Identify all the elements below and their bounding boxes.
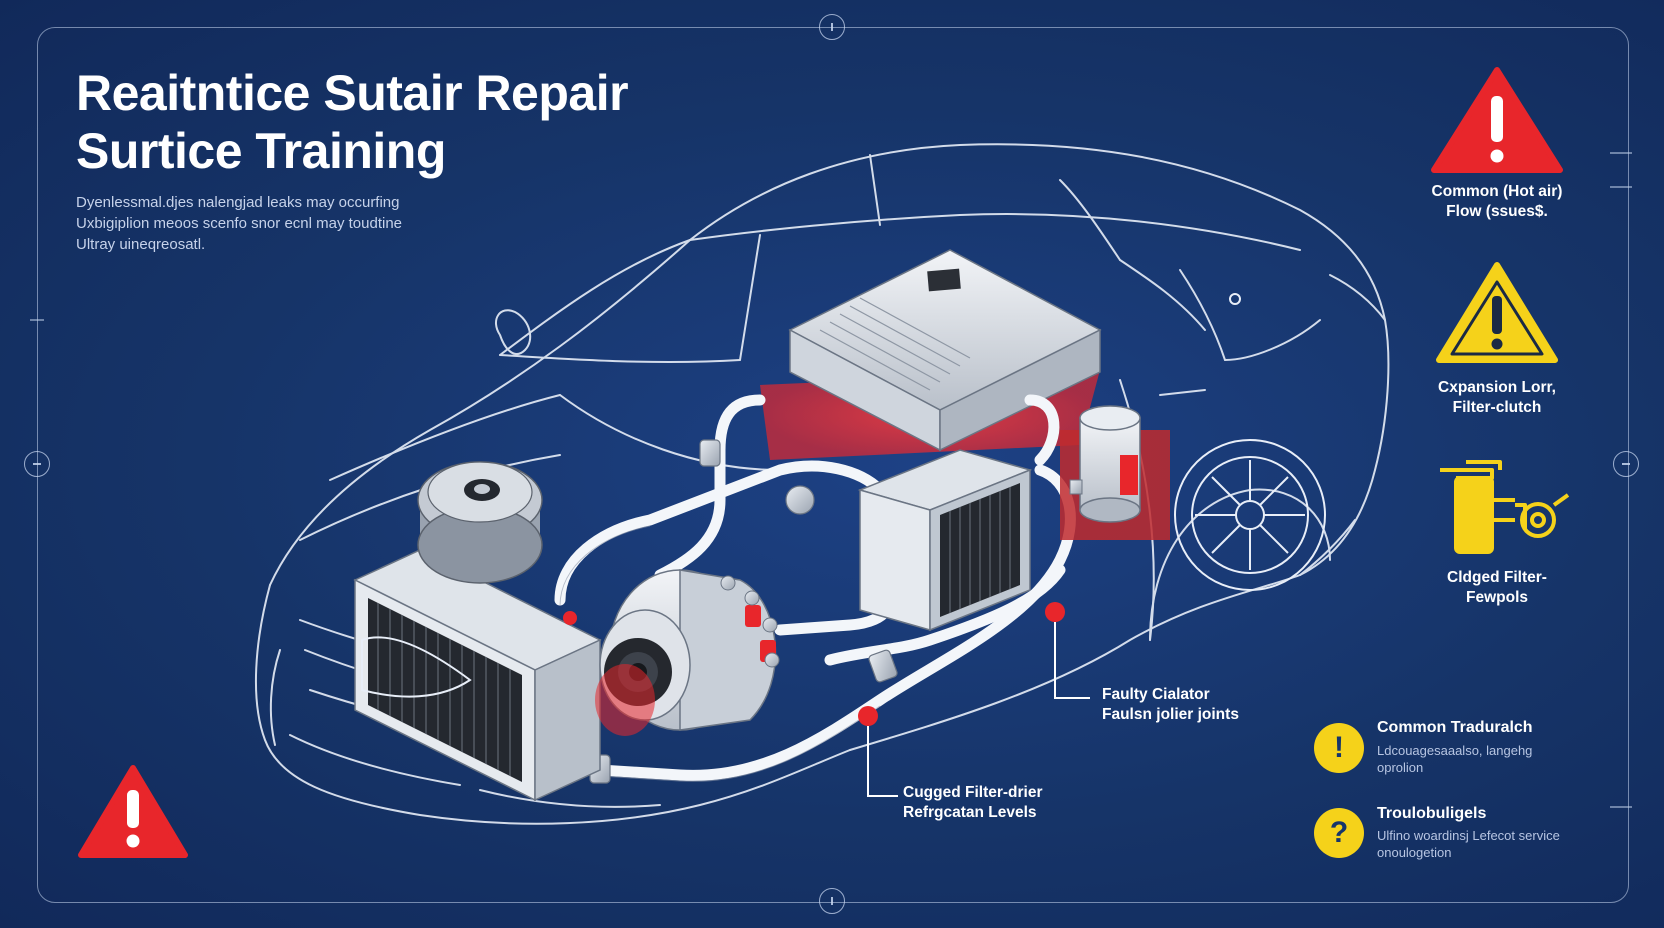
red-warning-triangle-icon [1431,67,1563,173]
frame-tick [1610,152,1632,154]
description-line-2: Uxbigiplion meoos scenfo snor ecnl may t… [76,215,403,232]
frame-tick [30,319,44,321]
callout-radiator: Faulty Cialator Faulsn jolier joints [1102,686,1239,723]
title-line-1: Reaitntice Sutair Repair [76,65,629,121]
warning-label-3: Cldged Filter- Fewpols [1447,569,1547,606]
registration-mark-top [819,14,845,40]
registration-mark-bottom [819,888,845,914]
trouble-sub-1: Ldcouagesaaalso, langehg oprolion [1377,743,1533,775]
trouble-title-2: Troulobuligels [1377,805,1487,822]
trouble-title-1: Common Traduralch [1377,719,1533,736]
callout-filter-drier: Cugged Filter-drier Refrgcatan Levels [903,784,1043,821]
title-line-2: Surtice Training [76,123,446,179]
trouble-sub-2: Ulfino woardinsj Lefecot service onoulog… [1377,828,1560,860]
receiver-drier [1060,405,1170,540]
filter-drier-icon [1440,460,1570,554]
fault-markers [563,602,1065,726]
callout-lines [867,622,1090,797]
rear-wheel [1174,293,1326,591]
line-fittings [589,439,898,784]
engine-pulley [417,461,543,584]
frame-tick [1610,186,1632,188]
refrigerant-lines-outline [559,525,881,782]
description: Dyenlessmal.djes nalengjad leaks may occ… [76,192,496,255]
bottom-warning-icon [78,765,188,858]
exclamation-icon: ! [1314,723,1364,773]
secondary-condenser [857,449,1033,632]
description-line-1: Dyenlessmal.djes nalengjad leaks may occ… [76,194,400,211]
warning-label-2: Cxpansion Lorr, Filter-clutch [1438,379,1556,416]
registration-mark-left [24,451,50,477]
yellow-warning-triangle-icon [1436,262,1558,363]
frame-tick [1610,806,1632,808]
condenser-radiator [353,549,602,802]
page-title: Reaitntice Sutair Repair Surtice Trainin… [76,64,756,180]
question-icon: ? [1314,808,1364,858]
warning-label-1: Common (Hot air) Flow (ssues$. [1431,183,1563,220]
registration-mark-right [1613,451,1639,477]
description-line-3: Ultray uineqreosatl. [76,236,206,253]
evaporator-unit [760,249,1102,460]
compressor [595,569,780,736]
